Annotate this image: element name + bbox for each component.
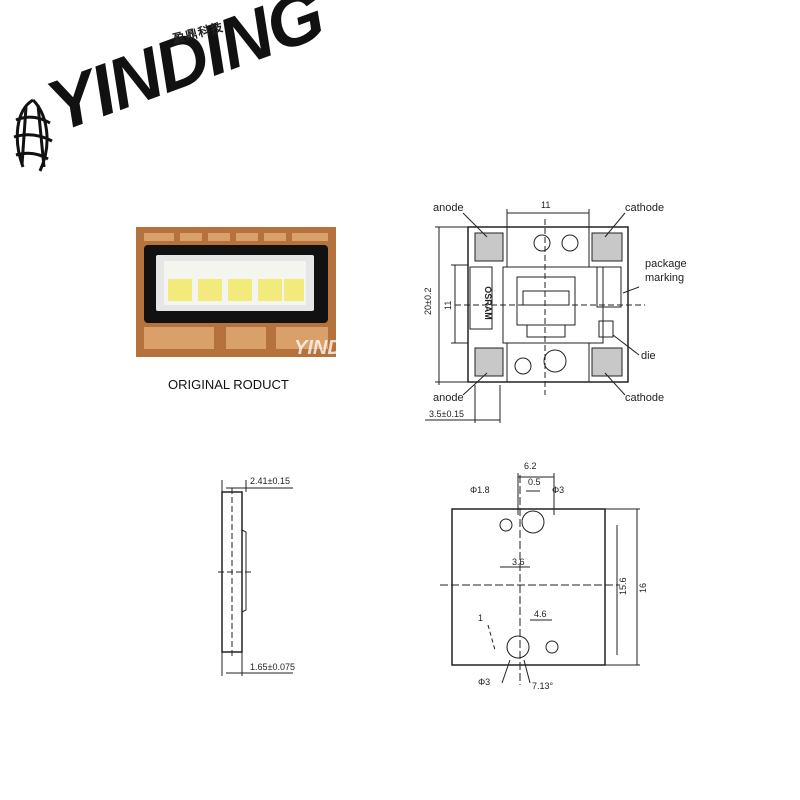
logo-emblem-icon [13, 98, 53, 172]
dim-1: 1 [478, 613, 483, 623]
label-marking: marking [645, 272, 684, 284]
label-cathode-bottom: cathode [625, 392, 664, 404]
photo-watermark: YINDING [294, 337, 378, 359]
dim-3-6: 3.6 [512, 557, 525, 567]
label-cathode-top: cathode [625, 202, 664, 214]
label-package: package [645, 258, 687, 270]
dim-d3-bottom: Φ3 [478, 677, 490, 687]
side-view-drawing: 2.41±0.15 1.65±0.075 [218, 476, 295, 676]
dim-pad: 3.5±0.15 [429, 409, 464, 419]
bottom-view-drawing: 6.2 0.5 Φ1.8 Φ3 3.6 15.6 16 1 4.6 Φ3 7.1… [440, 461, 648, 691]
dim-angle: 7.13° [532, 681, 554, 691]
label-die: die [641, 350, 656, 362]
photo-caption: ORIGINAL RODUCT [168, 377, 289, 392]
dim-outer: 20±0.2 [423, 288, 433, 315]
dim-16: 16 [638, 583, 648, 593]
logo-brand-text: YINDING [36, 0, 334, 148]
dim-height-inner: 11 [443, 301, 453, 310]
label-anode-top: anode [433, 202, 464, 214]
osram-brand-mark: OSRAM [483, 286, 493, 320]
top-view-drawing: anode cathode package marking die anode … [423, 200, 687, 423]
product-photo: YINDING [136, 227, 377, 359]
dim-d3-top: Φ3 [552, 485, 564, 495]
dim-side-top: 2.41±0.15 [250, 476, 290, 486]
dim-width: 11 [541, 200, 550, 210]
dim-15-6: 15.6 [618, 577, 628, 595]
dim-6-2: 6.2 [524, 461, 537, 471]
dim-side-bottom: 1.65±0.075 [250, 662, 295, 672]
dim-4-6: 4.6 [534, 609, 547, 619]
label-anode-bottom: anode [433, 392, 464, 404]
product-photo-drawing [136, 227, 336, 357]
dim-d18: Φ1.8 [470, 485, 490, 495]
dim-0-5: 0.5 [528, 477, 541, 487]
